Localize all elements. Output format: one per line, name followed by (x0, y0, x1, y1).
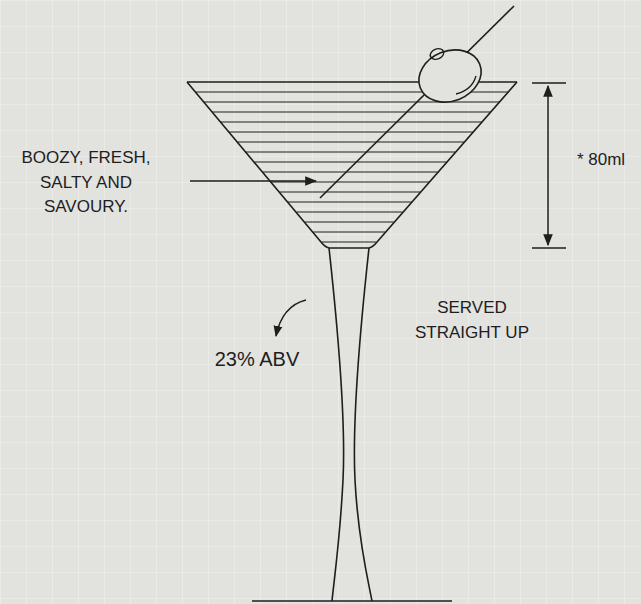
flavour-note: BOOZY, FRESH, SALTY AND SAVOURY. (5, 146, 167, 220)
olive (411, 41, 489, 111)
abv-label: 23% ABV (192, 345, 322, 374)
leader-arrow (190, 180, 316, 182)
volume-label: * 80ml (562, 148, 640, 173)
volume-dimension (532, 83, 566, 248)
serve-note: SERVED STRAIGHT UP (392, 296, 552, 345)
curved-leader-arrow (276, 300, 306, 336)
cocktail-pick (320, 6, 514, 198)
